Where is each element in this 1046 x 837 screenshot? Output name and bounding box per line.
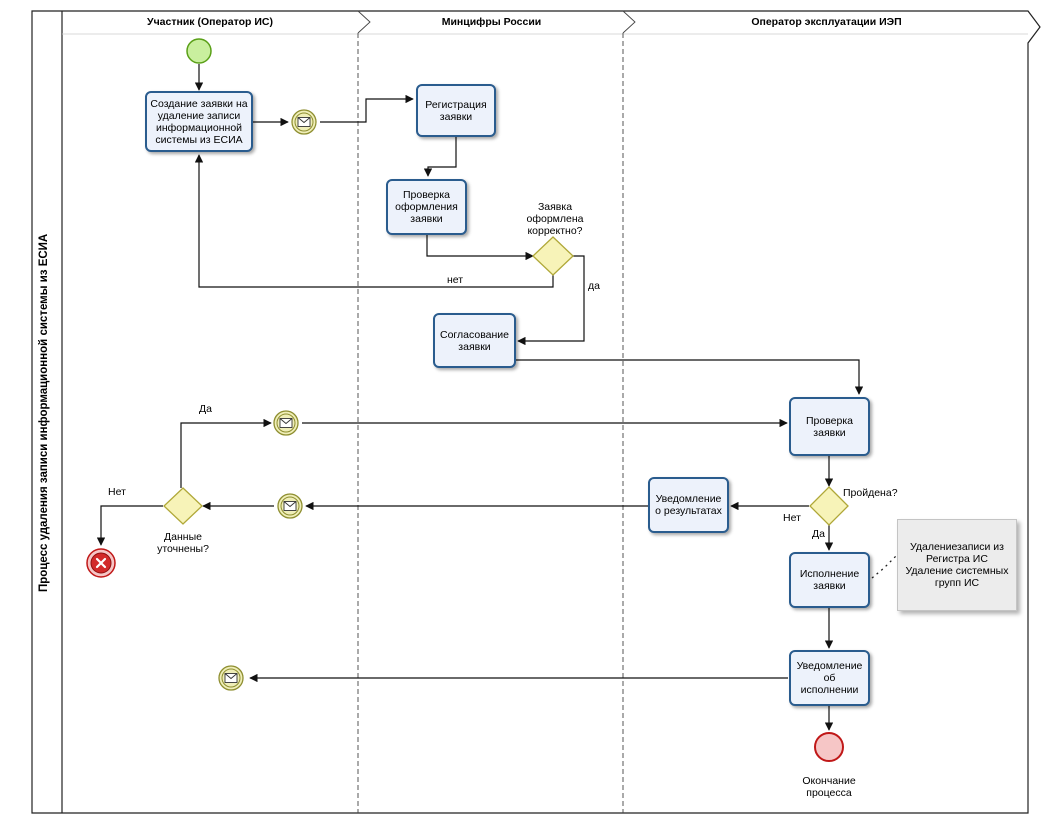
- lane-title-participant: Участник (Оператор ИС): [147, 16, 273, 28]
- flow-label-yes-2: Да: [199, 403, 212, 415]
- gateway-format-ok-label: Заявка оформлена корректно?: [526, 201, 584, 237]
- flow-label-no-2: Нет: [108, 486, 126, 498]
- lane-title-ministry: Минцифры России: [441, 16, 542, 28]
- message-event-send-request[interactable]: [291, 109, 317, 135]
- flow-msg-register: [320, 94, 414, 123]
- flow-label-no-1: нет: [447, 274, 464, 286]
- end-event[interactable]: [814, 732, 844, 762]
- pool-title: Процесс удаления записи информационной с…: [38, 233, 50, 592]
- error-end-event[interactable]: [86, 548, 116, 578]
- end-event-label: Окончание процесса: [802, 775, 856, 799]
- start-event[interactable]: [186, 38, 212, 64]
- task-approve-request[interactable]: Согласование заявки: [433, 313, 516, 368]
- flow-approve-check: [516, 359, 864, 395]
- flow-clarified-yes: [180, 418, 272, 488]
- flow-label-no-3: Нет: [783, 512, 801, 524]
- task-check-request[interactable]: Проверка заявки: [789, 397, 870, 456]
- flow-label-yes-3: Да: [812, 528, 825, 540]
- flow-register-check: [423, 137, 457, 177]
- message-event-results[interactable]: [277, 493, 303, 519]
- lane-title-operator: Оператор эксплуатации ИЭП: [751, 16, 902, 28]
- annotation-note: Удалениезаписи из Регистра ИС Удаление с…: [897, 519, 1017, 611]
- flow-lines: [96, 64, 864, 731]
- task-register-request[interactable]: Регистрация заявки: [416, 84, 496, 137]
- task-notify-execution[interactable]: Уведомление об исполнении: [789, 650, 870, 706]
- pool-frame: [31, 10, 1041, 814]
- flow-gateway-no: [194, 154, 554, 288]
- flow-clarified-no: [96, 505, 163, 546]
- flow-gateway-yes: [517, 255, 585, 346]
- task-check-format[interactable]: Проверка оформления заявки: [386, 179, 467, 235]
- gateway-passed-label: Пройдена?: [843, 487, 898, 499]
- gateway-format-ok[interactable]: [532, 236, 574, 276]
- task-notify-results[interactable]: Уведомление о результатах: [648, 477, 729, 533]
- message-event-execution[interactable]: [218, 665, 244, 691]
- message-event-clarified-data[interactable]: [273, 410, 299, 436]
- gateway-data-clarified-label: Данные уточнены?: [157, 531, 209, 555]
- flow-label-yes-1: да: [588, 280, 600, 292]
- gateway-passed[interactable]: [809, 486, 849, 526]
- gateway-data-clarified[interactable]: [163, 487, 203, 525]
- lane-separators: [357, 10, 636, 813]
- task-execute-request[interactable]: Исполнение заявки: [789, 552, 870, 608]
- task-create-request[interactable]: Создание заявки на удаление записи инфор…: [145, 91, 253, 152]
- flow-check-gateway: [426, 235, 534, 261]
